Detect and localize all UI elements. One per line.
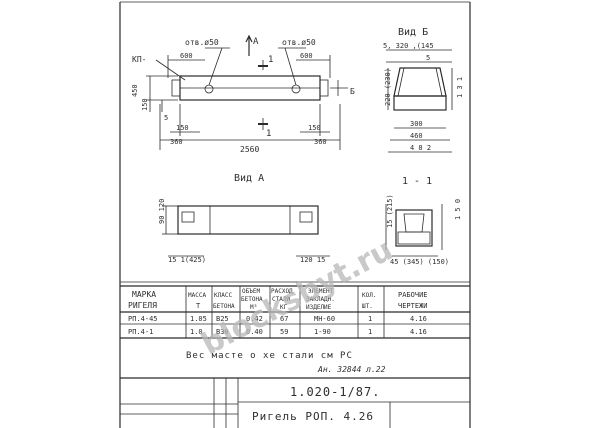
table-header: ОБЪЕМ	[242, 288, 260, 295]
dim-150-right: 150	[308, 124, 321, 132]
table-cell: 4.16	[410, 328, 427, 336]
table-header: МАРКА	[132, 290, 156, 299]
dim-600-left: 600	[180, 52, 193, 60]
view-a-title: Вид А	[234, 173, 264, 184]
table-header: КЛАСС	[214, 292, 232, 299]
table-header: КГ	[280, 304, 288, 311]
view-b-dim-480: 4 8 2	[410, 144, 431, 152]
dim-360-right: 360	[314, 138, 327, 146]
table-cell: 1.05	[190, 315, 207, 323]
table-cell: В25	[216, 315, 229, 323]
note-text: Вес масте о хе стали см РС	[186, 351, 353, 361]
section-1-1: 1 - 1 15 (215) 1 5 0 45 (345) (150)	[385, 176, 462, 266]
table-cell: 59	[280, 328, 288, 336]
view-b-top-dims: 5, 320 ,(145	[383, 42, 434, 50]
view-b-marker: Б	[350, 87, 355, 96]
dim-600-right: 600	[300, 52, 313, 60]
table-header: ЗАКЛАДН.	[306, 296, 335, 303]
kp-label: КП-	[132, 55, 146, 64]
view-a: Вид А 90 120 15 1(425) 120 15	[158, 173, 330, 264]
table-cell: РП.4-1	[128, 328, 153, 336]
view-b: Вид Б 5, 320 ,(145 5 220 (230) 1 3 1 300…	[383, 27, 464, 153]
table-header: КОЛ.	[362, 292, 376, 299]
view-b-top-dims-2: 5	[426, 54, 430, 62]
table-header: БЕТОНА	[241, 296, 263, 303]
table-cell: 4.16	[410, 315, 427, 323]
section-arrow-label: A	[253, 37, 259, 47]
view-a-dim-left: 90 120	[158, 199, 166, 224]
dim-150-left: 150	[176, 124, 189, 132]
table-cell: МН-60	[314, 315, 335, 323]
table-header: ЭЛЕМЕНТ	[308, 288, 334, 295]
section-mark-bottom: 1	[266, 129, 271, 139]
table-cell: 1.0	[190, 328, 203, 336]
table-cell: 1	[368, 328, 372, 336]
table-headers: МАРКА РИГЕЛЯ МАССА Т КЛАСС БЕТОНА ОБЪЕМ …	[128, 288, 428, 311]
table-header: ШТ.	[362, 303, 373, 310]
section-1-1-title: 1 - 1	[402, 176, 432, 187]
table-row: РП.4-45 1.05 В25 0.42 67 МН-60 1 4.16	[128, 315, 427, 323]
table-header: РИГЕЛЯ	[128, 301, 157, 310]
table-cell: 0.40	[246, 328, 263, 336]
view-b-dim-460: 460	[410, 132, 423, 140]
table-header: РАБОЧИЕ	[398, 291, 428, 299]
table-cell: РП.4-45	[128, 315, 158, 323]
view-a-dim-bottom-left: 15 1(425)	[168, 256, 206, 264]
table-cell: 0.42	[246, 315, 263, 323]
table-cell: 67	[280, 315, 288, 323]
view-b-title: Вид Б	[398, 27, 428, 38]
table-cell: 1	[368, 315, 372, 323]
table-cell: 1-90	[314, 328, 331, 336]
dim-150-vert: 150	[141, 98, 149, 111]
front-view: отв.ø50 отв.ø50 600 600 КП- A 1 1 450 15…	[131, 34, 355, 154]
document-code: 1.020-1/87.	[290, 385, 380, 399]
sheet-frame	[119, 1, 471, 428]
view-a-dim-bottom-right: 120 15	[300, 256, 325, 264]
spec-table	[120, 285, 470, 339]
table-header: МАССА	[188, 292, 206, 299]
table-header: БЕТОНА	[213, 303, 235, 310]
table-header: ЧЕРТЕЖИ	[398, 302, 428, 310]
table-cell: В30	[216, 328, 229, 336]
title-block	[120, 377, 470, 428]
section-1-1-vert-left: 15 (215)	[386, 194, 394, 228]
dim-450: 450	[131, 84, 139, 97]
hole-label-left: отв.ø50	[185, 38, 219, 47]
table-row: РП.4-1 1.0 В30 0.40 59 1-90 1 4.16	[128, 328, 427, 336]
inventory-number: Ан. 32844 л.22	[317, 365, 386, 374]
section-mark-top: 1	[268, 55, 273, 65]
dim-2560: 2560	[240, 145, 259, 154]
table-header: М³	[250, 304, 257, 311]
view-b-vert-right: 1 3 1	[456, 77, 464, 98]
table-header: РАСХОД	[271, 288, 293, 295]
hole-label-right: отв.ø50	[282, 38, 316, 47]
view-b-vert-left: 220 (230)	[384, 68, 392, 106]
table-header: ИЗДЕЛИЕ	[306, 304, 332, 311]
dim-360-left: 360	[170, 138, 183, 146]
table-header: СТАЛИ	[272, 296, 290, 303]
sheet-title: Ригель РОП. 4.26	[252, 410, 374, 423]
section-1-1-dim-bottom: 45 (345) (150)	[390, 258, 449, 266]
section-1-1-vert-right: 1 5 0	[454, 199, 462, 220]
dim-5: 5	[164, 114, 168, 122]
view-b-dim-300: 300	[410, 120, 423, 128]
table-header: Т	[196, 302, 201, 310]
